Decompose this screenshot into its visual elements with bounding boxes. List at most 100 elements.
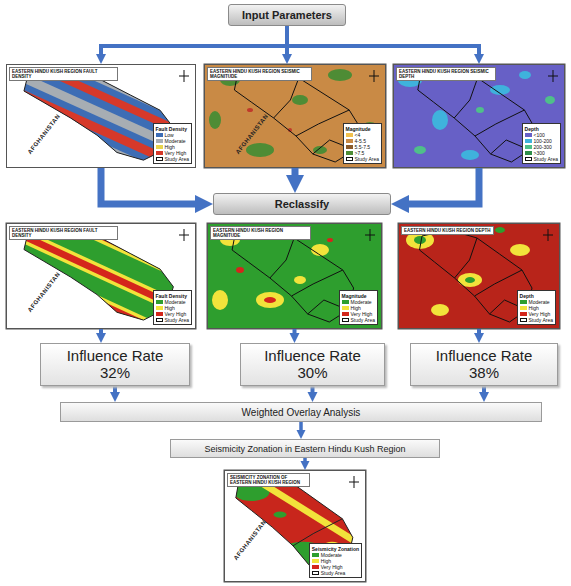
legend-title: Magnitude — [342, 293, 375, 299]
path-shape — [179, 70, 189, 82]
map-legend: Seismicity ZonationModerateHighVery High… — [309, 543, 362, 578]
box-label: Influence Rate 38% — [428, 347, 540, 382]
path-shape — [543, 229, 553, 241]
legend-item: Study Area — [355, 156, 379, 162]
path-shape — [234, 70, 360, 162]
rect-shape — [0, 63, 210, 164]
ellipse-shape — [246, 143, 274, 157]
path-shape — [24, 72, 173, 160]
legend-row: Study Area — [520, 317, 553, 323]
legend-swatch — [346, 151, 353, 155]
legend-row: Moderate — [156, 299, 189, 305]
legend-title: Magnitude — [346, 126, 379, 132]
path-shape — [365, 229, 375, 241]
flow-arrow — [482, 386, 486, 395]
flow-arrow — [287, 26, 479, 57]
rect-shape — [393, 64, 565, 168]
legend-item: Very High — [165, 150, 187, 156]
flow-arrow — [303, 458, 307, 464]
legend-row: <100 — [525, 132, 558, 138]
flow-arrow — [292, 168, 299, 180]
process-bar: Weighted Overlay Analysis — [60, 402, 542, 422]
legend-swatch — [525, 133, 532, 137]
map-title: EASTERN HINDU KUSH REGION FAULT DENSITY — [9, 226, 118, 240]
legend-row: >7.5 — [346, 150, 379, 156]
box-label: Influence Rate 32% — [59, 347, 171, 382]
map-legend: Fault DensityModerateHighVery HighStudy … — [153, 290, 192, 325]
legend-swatch — [156, 318, 163, 322]
rect-shape — [207, 223, 382, 329]
ellipse-shape — [545, 96, 555, 104]
map-panel: EASTERN HINDU KUSH REGION FAULT DENSITY F… — [6, 64, 196, 168]
result-box: Seismicity Zonation in Eastern Hindu Kus… — [170, 439, 440, 458]
box-label: Influence Rate 30% — [257, 347, 369, 382]
magnitude-raster-map — [204, 64, 386, 168]
legend-item: Very High — [165, 311, 187, 317]
map-legend: Fault DensityLowModerateHighVery HighStu… — [153, 123, 192, 164]
map-panel: EASTERN HINDU KUSH REGION MAGNITUDEMagni… — [207, 223, 382, 329]
box-label: Reclassify — [275, 198, 329, 210]
legend-row: Very High — [520, 311, 553, 317]
legend-row: Very High — [342, 311, 375, 317]
legend-swatch — [312, 565, 319, 569]
legend-item: Moderate — [165, 299, 186, 305]
legend-swatch — [156, 151, 163, 155]
legend-item: Moderate — [351, 299, 372, 305]
map-legend: MagnitudeModerateHighVery HighStudy Area — [339, 290, 378, 325]
ellipse-shape — [212, 290, 228, 310]
map-panel: EASTERN HINDU KUSH REGION DEPTHDepthMode… — [398, 223, 560, 329]
legend-item: High — [165, 144, 175, 150]
legend-item: High — [529, 305, 539, 311]
legend-row: 200-300 — [525, 144, 558, 150]
rect-shape — [204, 64, 386, 168]
path-shape — [418, 70, 535, 162]
map-title: EASTERN HINDU KUSH REGION FAULT DENSITY — [9, 67, 118, 81]
ellipse-shape — [432, 110, 448, 130]
legend-item: Moderate — [529, 299, 550, 305]
legend-item: Study Area — [321, 570, 345, 576]
legend-row: 100-200 — [525, 138, 558, 144]
ellipse-shape — [209, 111, 221, 129]
legend-item: Very High — [351, 311, 373, 317]
map-legend: DepthModerateHighVery HighStudy Area — [517, 290, 556, 325]
legend-row: 5.5-7.5 — [346, 144, 379, 150]
legend-swatch — [520, 306, 527, 310]
legend-item: 4-5.5 — [355, 138, 366, 144]
g-shape — [418, 70, 535, 162]
legend-item: >300 — [534, 150, 545, 156]
rect-shape — [0, 219, 212, 325]
legend-item: Study Area — [534, 156, 558, 162]
legend-swatch — [525, 139, 532, 143]
legend-item: Low — [165, 132, 174, 138]
rect-shape — [398, 223, 560, 329]
g-shape — [398, 223, 560, 329]
ellipse-shape — [256, 292, 284, 308]
legend-swatch — [525, 145, 532, 149]
reclassified-fault-density-map — [0, 197, 240, 343]
legend-swatch — [525, 151, 532, 155]
legend-row: Study Area — [312, 570, 359, 576]
legend-title: Depth — [520, 293, 553, 299]
flow-arrow — [101, 26, 287, 57]
g-shape — [236, 238, 354, 305]
g-shape — [0, 41, 238, 183]
legend-swatch — [156, 157, 163, 161]
flow-arrow — [293, 329, 297, 336]
legend-swatch — [346, 157, 353, 161]
g-shape — [204, 64, 386, 168]
legend-row: Study Area — [346, 156, 379, 162]
legend-row: Study Area — [156, 317, 189, 323]
legend-row: Study Area — [156, 156, 189, 162]
legend-swatch — [342, 312, 349, 316]
weight-box: Influence Rate 38% — [410, 343, 558, 386]
reclassified-depth-map — [398, 223, 560, 329]
legend-row: <4 — [346, 132, 379, 138]
legend-swatch — [520, 312, 527, 316]
ellipse-shape — [247, 108, 253, 112]
map-legend: Magnitude<44-5.55.5-7.5>7.5Study Area — [343, 123, 382, 164]
legend-item: 5.5-7.5 — [355, 144, 371, 150]
depth-raster-map — [393, 64, 565, 168]
g-shape — [207, 223, 382, 329]
map-panel: EASTERN HINDU KUSH REGION SEISMIC DEPTHD… — [393, 64, 565, 168]
